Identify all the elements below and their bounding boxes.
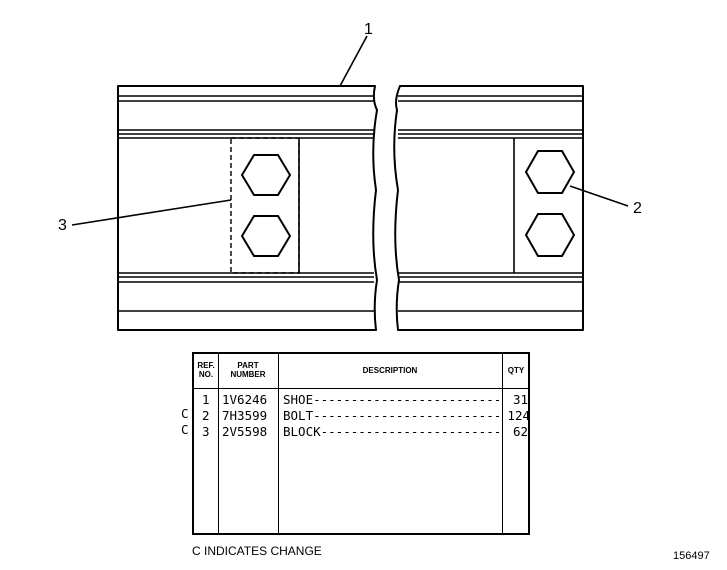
leader-line-2 xyxy=(569,185,629,207)
row-3-part-number: 2V5598 xyxy=(222,424,268,439)
row-3-change-mark: C xyxy=(181,422,189,437)
row-2-qty: 124 xyxy=(507,408,530,423)
change-legend: C INDICATES CHANGE xyxy=(192,544,322,558)
header-part-number: PART NUMBER xyxy=(230,361,266,379)
track-shoe-drawing xyxy=(71,35,629,331)
row-1-ref: 1 xyxy=(202,392,210,407)
row-3-qty: 62 xyxy=(512,424,528,439)
leader-line-3 xyxy=(71,199,232,226)
row-2-part-number: 7H3599 xyxy=(222,408,268,423)
block-dashed-outline xyxy=(230,137,300,274)
leader-line-1 xyxy=(339,35,368,87)
callout-2: 2 xyxy=(633,200,642,217)
header-ref-no: REF. NO. xyxy=(197,361,215,379)
parts-table: REF. NO. PART NUMBER DESCRIPTION QTY 1 1… xyxy=(192,352,530,535)
right-shoe-outline xyxy=(393,85,584,331)
header-description: DESCRIPTION xyxy=(362,366,418,375)
row-2-description: BOLT------------------------------- xyxy=(283,409,499,423)
row-2-ref: 2 xyxy=(202,408,210,423)
left-shoe-outline xyxy=(117,85,378,331)
row-3-description: BLOCK---------------------------- xyxy=(283,425,499,439)
header-qty: QTY xyxy=(507,366,525,375)
callout-3: 3 xyxy=(58,217,67,234)
callout-1: 1 xyxy=(364,21,373,38)
row-2-change-mark: C xyxy=(181,406,189,421)
row-1-description: SHOE----------------------------- xyxy=(283,393,499,407)
row-1-qty: 31 xyxy=(512,392,528,407)
bolt-hex-right-lower xyxy=(524,213,576,257)
row-1-part-number: 1V6246 xyxy=(222,392,268,407)
row-3-ref: 3 xyxy=(202,424,210,439)
bolt-hex-left-lower xyxy=(240,215,292,257)
figure-number: 156497 xyxy=(673,550,710,562)
bolt-hex-left-upper xyxy=(240,154,292,196)
bolt-hex-right-upper xyxy=(524,150,576,194)
